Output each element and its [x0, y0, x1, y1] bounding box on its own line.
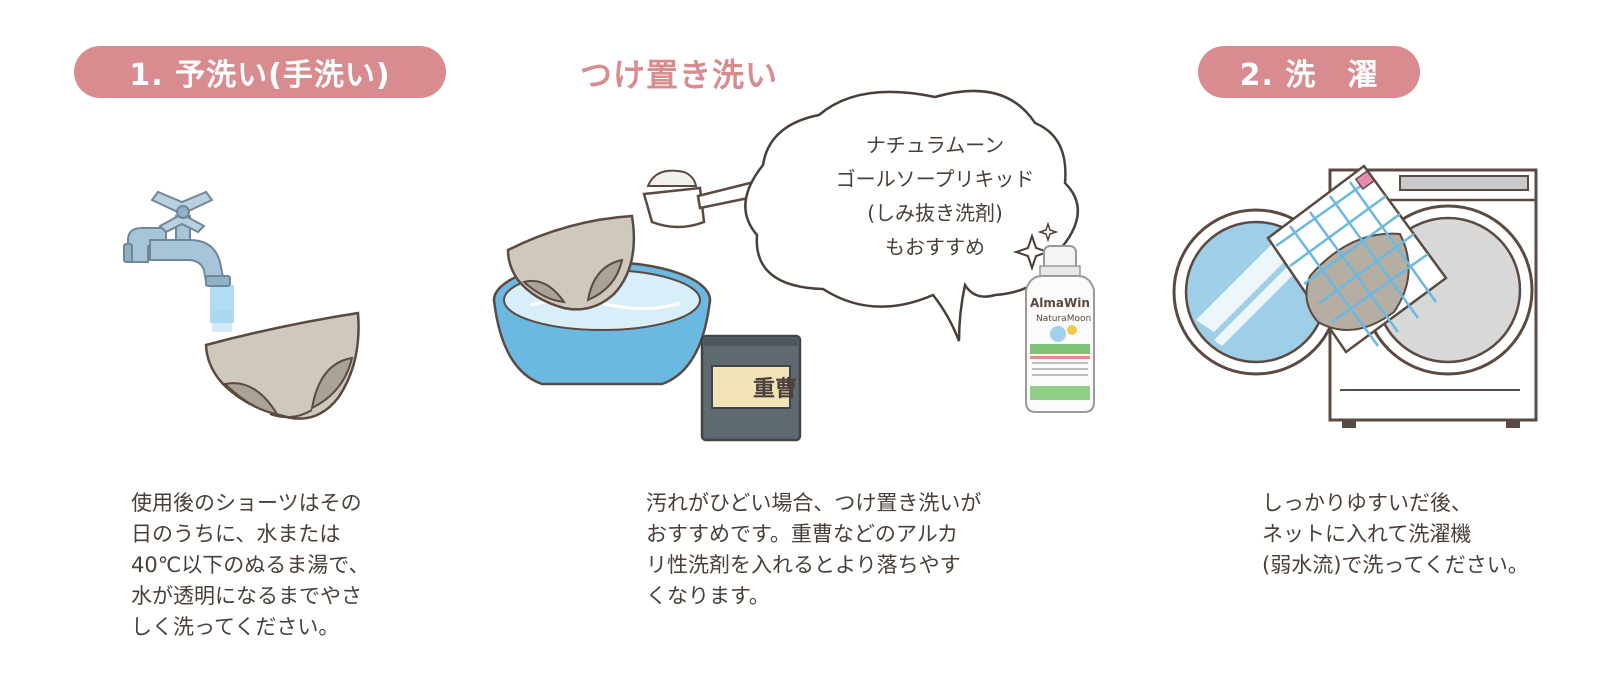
measuring-scoop-icon: [642, 169, 760, 229]
step1-desc-line: 40℃以下のぬるま湯で、: [131, 553, 370, 577]
baking-soda-label: 重曹: [752, 377, 797, 402]
detergent-bottle-icon: [1025, 245, 1095, 413]
baking-soda-bag-icon: [700, 334, 802, 442]
step2-desc-line: ネットに入れて洗濯機: [1262, 522, 1472, 546]
soak-desc-line: おすすめです。重曹などのアルカ: [646, 522, 959, 546]
faucet-icon: [123, 190, 234, 332]
laundry-net-icon: [1266, 164, 1448, 354]
step2-description: しっかりゆすいだ後、 ネットに入れて洗濯機 (弱水流)で洗ってください。: [1262, 488, 1529, 581]
speech-bubble-icon: [744, 89, 1080, 342]
soak-desc-line: くなります。: [646, 584, 770, 608]
underwear-icon: [204, 311, 360, 420]
soak-wash-title: つけ置き洗い: [580, 56, 779, 94]
soaking-underwear-icon: [506, 214, 636, 311]
bubble-line-4: もおすすめ: [885, 235, 985, 259]
step1-desc-line: 日のうちに、水または: [131, 522, 341, 546]
step2-desc-line: しっかりゆすいだ後、: [1262, 491, 1472, 515]
bottle-brand: AlmaWin: [1030, 296, 1090, 310]
step1-label: 1. 予洗い(手洗い): [74, 46, 446, 98]
bubble-line-1: ナチュラムーン: [865, 133, 1005, 157]
step1-desc-line: 水が透明になるまでやさ: [131, 584, 362, 608]
step2-desc-line: (弱水流)で洗ってください。: [1262, 553, 1529, 577]
step1-desc-line: しく洗ってください。: [131, 615, 340, 639]
bubble-line-3: (しみ抜き洗剤): [867, 201, 1003, 225]
step2-label: 2. 洗 濯: [1198, 46, 1420, 98]
bottle-sub: NaturaMoon: [1036, 314, 1092, 324]
bubble-line-2: ゴールソープリキッド: [835, 167, 1035, 191]
step1-desc-line: 使用後のショーツはその: [131, 491, 362, 515]
soak-desc-line: 汚れがひどい場合、つけ置き洗いが: [646, 491, 982, 515]
soak-description: 汚れがひどい場合、つけ置き洗いが おすすめです。重曹などのアルカ リ性洗剤を入れ…: [646, 488, 981, 612]
bubble-text: ナチュラムーン ゴールソープリキッド (しみ抜き洗剤) もおすすめ: [800, 128, 1070, 264]
sparkle-icon: [1012, 221, 1059, 272]
step1-description: 使用後のショーツはその 日のうちに、水または 40℃以下のぬるま湯で、 水が透明…: [131, 488, 369, 643]
soak-desc-line: リ性洗剤を入れるとより落ちやす: [646, 553, 961, 577]
